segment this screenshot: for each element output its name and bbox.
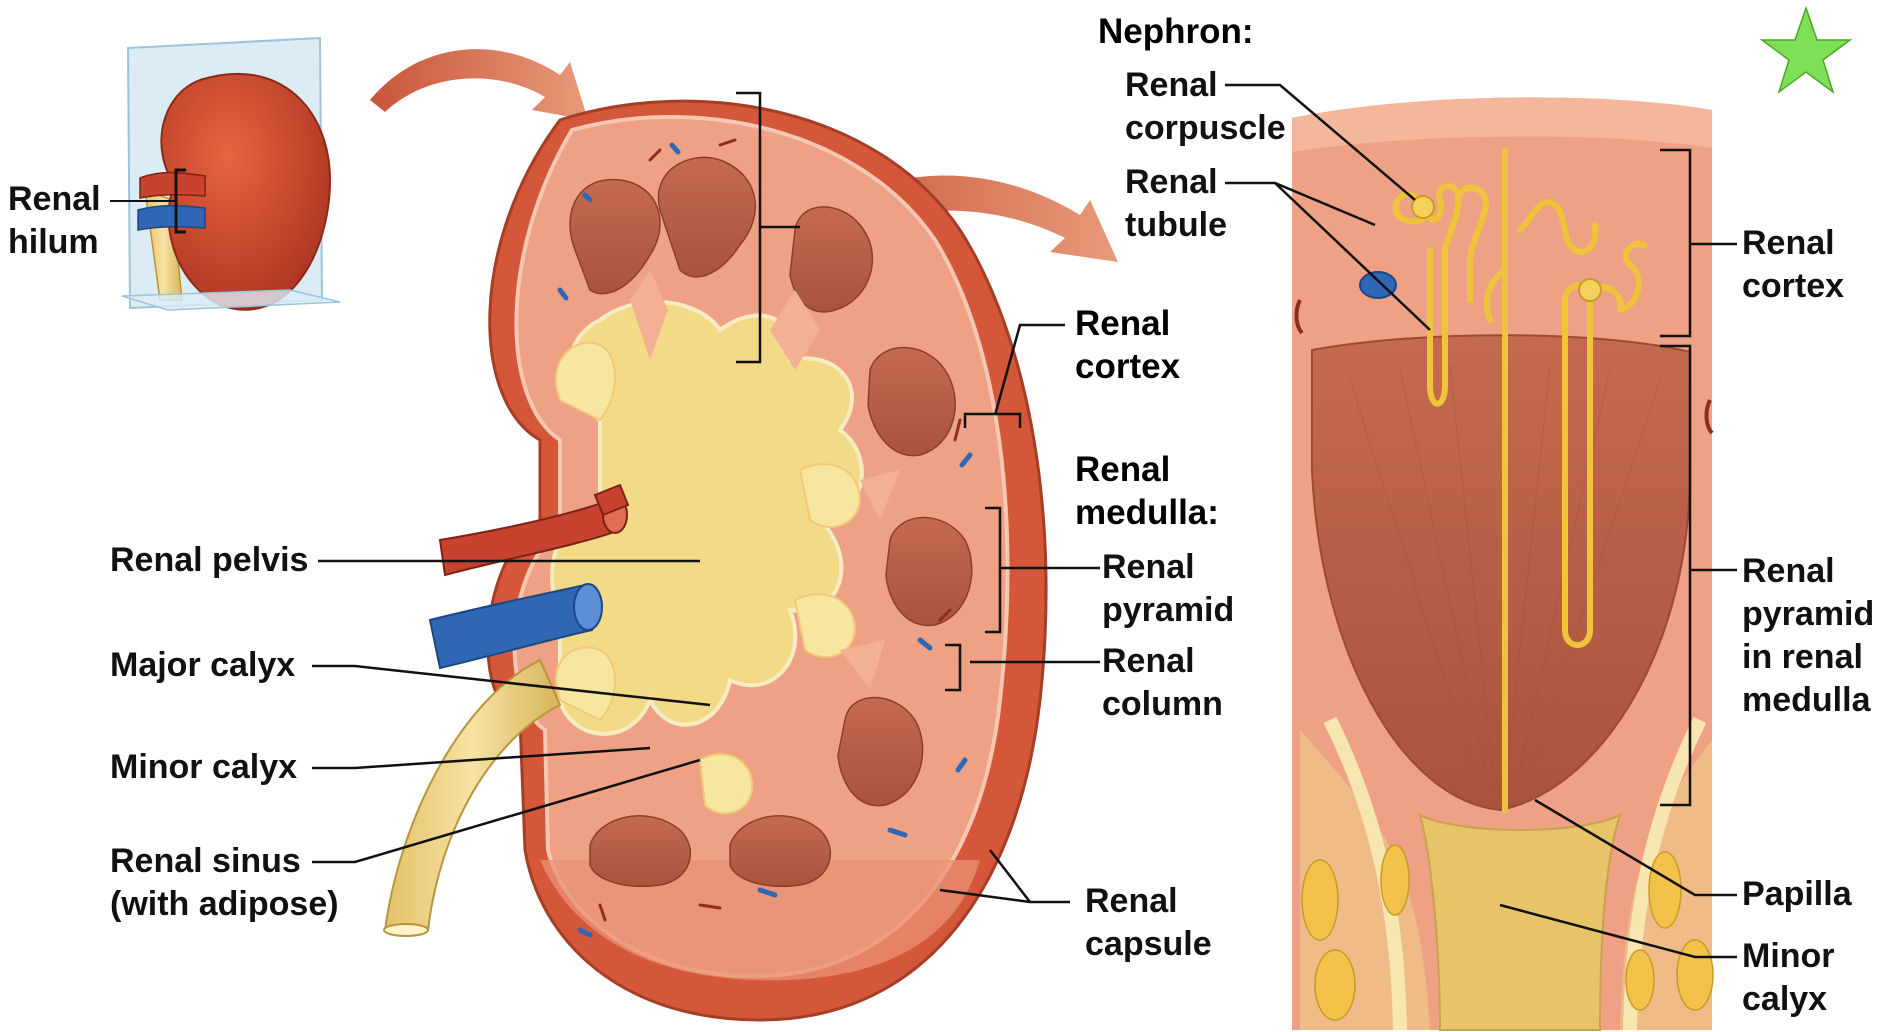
label-renal-corpuscle: Renal corpuscle [1125,64,1286,150]
label-renal-pelvis: Renal pelvis [110,539,308,582]
label-renal-column: Renal column [1102,640,1223,726]
label-renal-pyramid-in-medulla: Renal pyramid in renal medulla [1742,550,1874,722]
label-renal-sinus: Renal sinus (with adipose) [110,840,339,926]
label-renal-capsule: Renal capsule [1085,880,1212,966]
label-major-calyx: Major calyx [110,644,295,687]
label-renal-medulla: Renal medulla: [1075,448,1219,534]
whole-kidney-illustration [110,38,340,310]
label-minor-calyx-left: Minor calyx [110,746,297,789]
label-renal-hilum: Renal hilum [8,178,101,264]
zoom-arrow-1 [370,49,588,120]
label-minor-calyx-right: Minor calyx [1742,935,1835,1021]
green-star-icon [1762,8,1850,92]
label-renal-pyramid: Renal pyramid [1102,546,1234,632]
nephron-panel [1292,97,1713,1030]
label-renal-tubule: Renal tubule [1125,161,1227,247]
label-renal-cortex-mid: Renal cortex [1075,302,1180,388]
label-papilla: Papilla [1742,873,1852,916]
label-renal-cortex-right: Renal cortex [1742,222,1844,308]
label-nephron-heading: Nephron: [1098,10,1254,53]
